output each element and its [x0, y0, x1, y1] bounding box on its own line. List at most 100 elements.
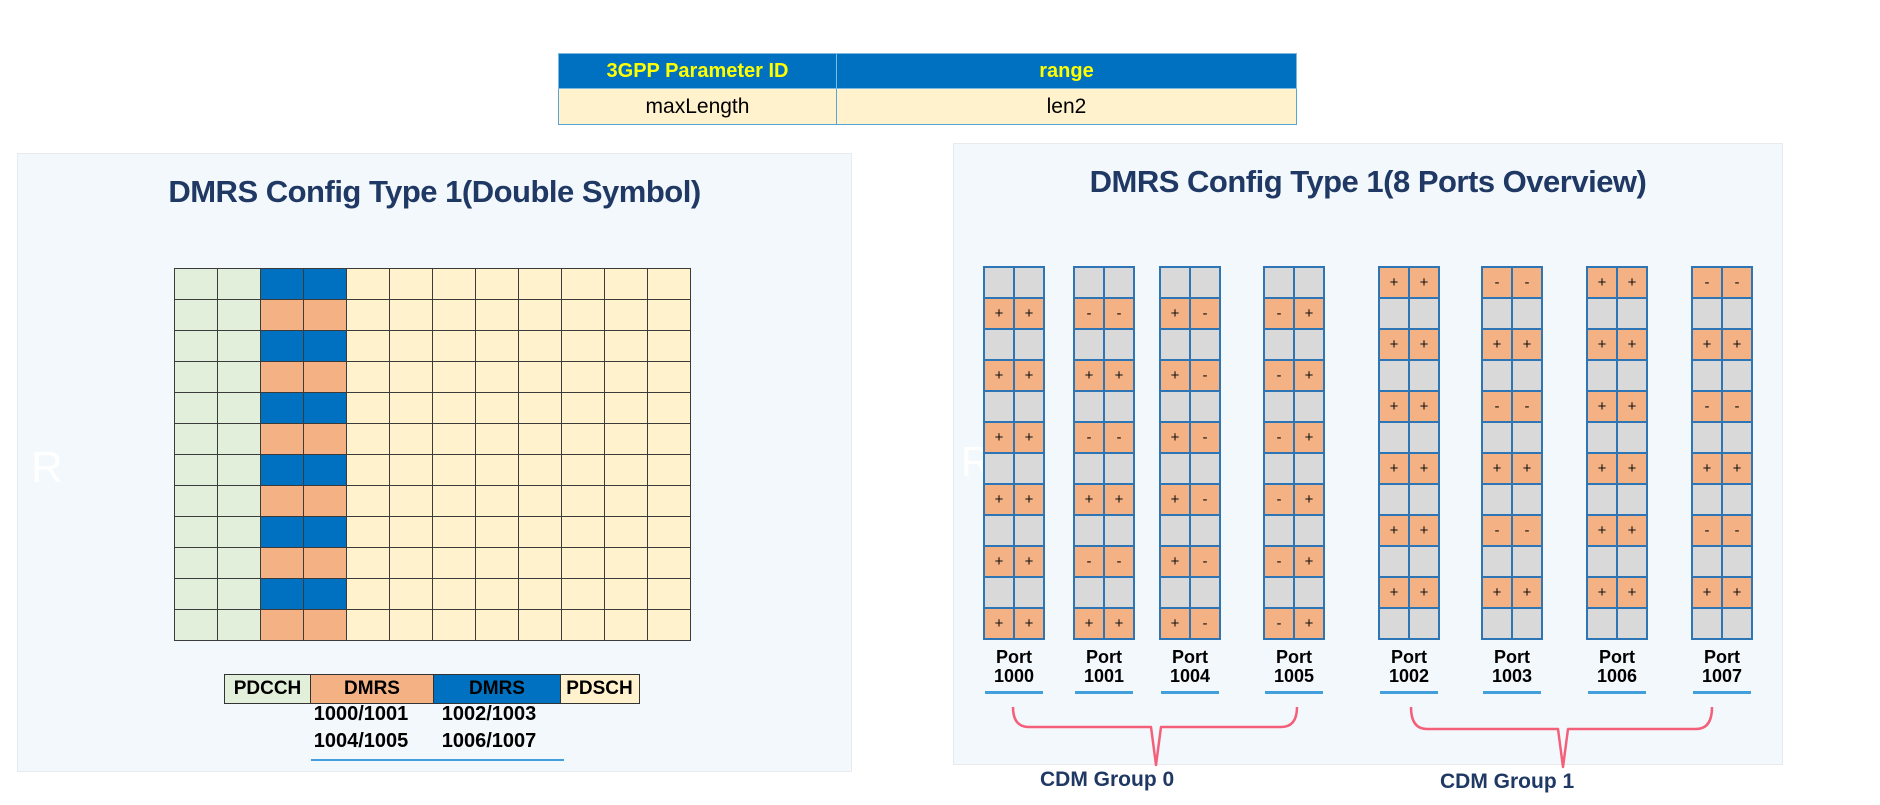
port-re-cell: [1410, 361, 1438, 390]
port-re-cell: [1380, 423, 1408, 452]
grid-cell: [648, 424, 690, 454]
port-label-underline: [1693, 691, 1751, 694]
grid-cell: [347, 610, 389, 640]
grid-cell: [347, 455, 389, 485]
grid-cell: [218, 517, 260, 547]
grid-cell: [476, 610, 518, 640]
port-re-cell: [1723, 609, 1751, 638]
port-re-cell: [1191, 516, 1219, 545]
grid-cell: [519, 331, 561, 361]
grid-cell: [261, 486, 303, 516]
port-re-cell: [1588, 547, 1616, 576]
port-re-cell: [1380, 361, 1408, 390]
port-re-cell: [1105, 330, 1133, 359]
ports-overview-panel: DMRS Config Type 1(8 Ports Overview) R +…: [953, 143, 1783, 769]
port-re-cell: [1015, 516, 1043, 545]
grid-cell: [648, 579, 690, 609]
port-re-cell: [1513, 361, 1541, 390]
grid-cell: [605, 331, 647, 361]
port-re-cell: +: [1410, 578, 1438, 607]
grid-cell: [562, 300, 604, 330]
port-re-cell: [1265, 268, 1293, 297]
port-re-cell: +: [1380, 578, 1408, 607]
grid-cell: [175, 455, 217, 485]
port-re-cell: [1105, 516, 1133, 545]
grid-cell: [648, 610, 690, 640]
port-grid-1005: -+-+-+-+-+-+: [1263, 266, 1325, 640]
grid-cell: [519, 486, 561, 516]
port-re-cell: [1723, 485, 1751, 514]
resource-grid: [174, 268, 691, 641]
port-re-cell: +: [1588, 578, 1616, 607]
grid-cell: [605, 362, 647, 392]
port-re-cell: -: [1513, 392, 1541, 421]
grid-cell: [218, 486, 260, 516]
grid-cell: [605, 548, 647, 578]
grid-cell: [218, 455, 260, 485]
port-re-cell: -: [1693, 516, 1721, 545]
grid-cell: [390, 393, 432, 423]
grid-cell: [390, 424, 432, 454]
grid-cell: [433, 300, 475, 330]
port-re-cell: [1161, 454, 1189, 483]
grid-cell: [261, 424, 303, 454]
grid-cell: [175, 362, 217, 392]
port-re-cell: -: [1105, 423, 1133, 452]
port-re-cell: [1410, 485, 1438, 514]
port-re-cell: +: [985, 299, 1013, 328]
port-re-cell: +: [985, 547, 1013, 576]
port-re-cell: [1265, 578, 1293, 607]
port-re-cell: +: [1410, 454, 1438, 483]
port-re-cell: -: [1513, 268, 1541, 297]
grid-cell: [476, 362, 518, 392]
cdm-group0-brace: [1011, 707, 1299, 767]
port-re-cell: +: [1618, 516, 1646, 545]
port-grid-1000: ++++++++++++: [983, 266, 1045, 640]
port-re-cell: -: [1075, 299, 1103, 328]
port-re-cell: [1588, 485, 1616, 514]
grid-cell: [347, 486, 389, 516]
grid-cell: [433, 548, 475, 578]
port-re-cell: -: [1105, 299, 1133, 328]
grid-cell: [648, 269, 690, 299]
grid-cell: [261, 548, 303, 578]
port-re-cell: -: [1191, 547, 1219, 576]
grid-cell: [605, 455, 647, 485]
grid-cell: [648, 300, 690, 330]
grid-cell: [476, 517, 518, 547]
port-re-cell: [1513, 299, 1541, 328]
port-re-cell: +: [1161, 609, 1189, 638]
cdm-group0-label: CDM Group 0: [1040, 768, 1175, 791]
grid-cell: [562, 548, 604, 578]
grid-cell: [562, 455, 604, 485]
port-re-cell: [985, 268, 1013, 297]
grid-cell: [648, 362, 690, 392]
grid-cell: [476, 455, 518, 485]
grid-cell: [476, 300, 518, 330]
grid-cell: [648, 517, 690, 547]
grid-cell: [519, 548, 561, 578]
port-re-cell: [1161, 516, 1189, 545]
port-re-cell: [985, 516, 1013, 545]
port-re-cell: [1295, 454, 1323, 483]
port-re-cell: [1295, 392, 1323, 421]
grid-cell: [218, 269, 260, 299]
grid-cell: [218, 362, 260, 392]
port-re-cell: [1513, 547, 1541, 576]
port-re-cell: [1075, 392, 1103, 421]
port-re-cell: +: [1295, 547, 1323, 576]
port-re-cell: +: [1410, 268, 1438, 297]
grid-cell: [433, 393, 475, 423]
grid-cell: [304, 393, 346, 423]
port-re-cell: [1618, 547, 1646, 576]
grid-cell: [519, 610, 561, 640]
port-re-cell: +: [1588, 454, 1616, 483]
port-re-cell: +: [1015, 609, 1043, 638]
grid-cell: [648, 455, 690, 485]
port-re-cell: -: [1693, 392, 1721, 421]
port-re-cell: [1191, 392, 1219, 421]
grid-cell: [605, 486, 647, 516]
